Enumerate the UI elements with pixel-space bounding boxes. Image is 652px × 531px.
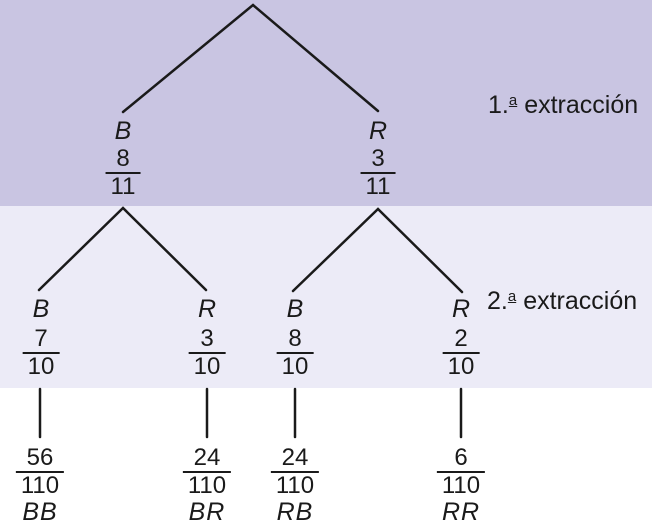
fraction-numerator: 7 (34, 325, 48, 352)
fraction-denominator: 10 (442, 352, 480, 380)
node-letter-r2: R (197, 295, 217, 323)
outcome-fraction-br: 24 110 (182, 444, 232, 499)
left-subtree-branches (37, 206, 208, 292)
second-extraction-label: 2.a extracción (487, 282, 637, 316)
first-extraction-label: 1.a extracción (488, 86, 638, 120)
probability-fraction-b3: 8 10 (276, 325, 314, 380)
outcome-fraction-rb: 24 110 (270, 444, 320, 499)
fraction-numerator: 6 (454, 444, 468, 471)
fraction-denominator: 10 (22, 352, 60, 380)
stage-number: 2. (487, 287, 508, 315)
stage-word: extracción (524, 91, 639, 119)
fraction-denominator: 110 (15, 471, 65, 499)
stage-number: 1. (488, 91, 509, 119)
fraction-denominator: 11 (360, 172, 396, 200)
probability-fraction-r1: 3 11 (360, 145, 396, 200)
outcome-fraction-rr: 6 110 (436, 444, 486, 499)
first-extraction-band (0, 0, 652, 206)
ordinal-superscript: a (508, 92, 518, 109)
fraction-denominator: 110 (182, 471, 232, 499)
fraction-numerator: 2 (454, 325, 468, 352)
fraction-denominator: 10 (276, 352, 314, 380)
fraction-denominator: 110 (270, 471, 320, 499)
outcome-label-bb: BB (22, 498, 58, 526)
fraction-numerator: 56 (26, 444, 54, 471)
fraction-numerator: 24 (193, 444, 221, 471)
right-subtree-branches (291, 207, 464, 294)
fraction-denominator: 10 (188, 352, 226, 380)
fraction-numerator: 8 (116, 145, 130, 172)
fraction-numerator: 3 (371, 145, 385, 172)
outcome-fraction-bb: 56 110 (15, 444, 65, 499)
probability-fraction-b2: 7 10 (22, 325, 60, 380)
root-branches (121, 3, 380, 114)
probability-fraction-r3: 2 10 (442, 325, 480, 380)
fraction-numerator: 3 (200, 325, 214, 352)
fraction-numerator: 8 (288, 325, 302, 352)
node-letter-b3: B (286, 295, 304, 323)
outcome-label-rb: RB (276, 498, 314, 526)
ordinal-superscript: a (507, 288, 517, 305)
outcome-label-rr: RR (441, 498, 481, 526)
node-letter-r3: R (451, 295, 471, 323)
stage-word: extracción (523, 287, 638, 315)
outcome-label-br: BR (188, 498, 226, 526)
fraction-denominator: 11 (105, 172, 141, 200)
node-letter-r1: R (368, 117, 388, 145)
fraction-numerator: 24 (281, 444, 309, 471)
fraction-denominator: 110 (436, 471, 486, 499)
node-letter-b2: B (32, 295, 50, 323)
node-letter-b1: B (114, 117, 132, 145)
probability-fraction-r2: 3 10 (188, 325, 226, 380)
second-extraction-band (0, 206, 652, 388)
probability-fraction-b1: 8 11 (105, 145, 141, 200)
